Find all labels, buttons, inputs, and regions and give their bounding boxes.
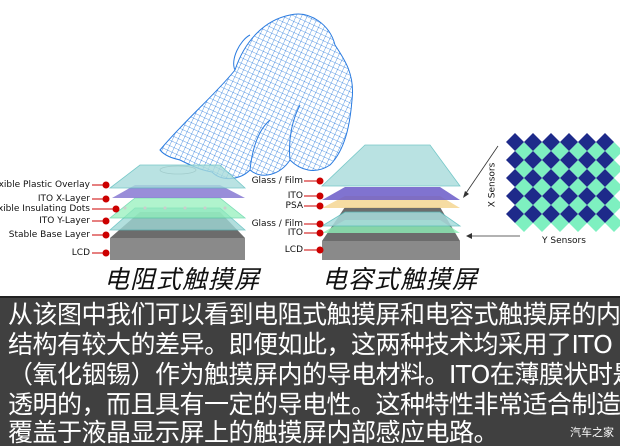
x-sensor-pad <box>542 187 560 205</box>
body-line: 从该图中我们可以看到电阻式触摸屏和电容式触摸屏的内部 <box>8 300 620 329</box>
x-sensor-pad <box>560 205 578 223</box>
label-glass-film-2: Glass / Film <box>251 219 303 229</box>
x-sensor-pad <box>542 151 560 169</box>
label-lcd: LCD <box>71 248 90 258</box>
label-ito-1: ITO <box>287 191 303 201</box>
capacitive-layers <box>320 144 462 260</box>
body-line: 覆盖于液晶显示屏上的触摸屏内部感应电路。 <box>8 418 499 447</box>
label-psa: PSA <box>285 201 303 211</box>
body-line: 透明的，而且具有一定的导电性。这种特性非常适合制造 <box>8 390 620 419</box>
diagram-graphics <box>92 13 620 260</box>
x-sensor-pad <box>506 205 524 223</box>
x-sensor-pad <box>542 169 560 187</box>
x-sensor-pad <box>596 205 614 223</box>
x-sensor-pad <box>524 169 542 187</box>
x-sensor-pad <box>542 133 560 151</box>
x-sensor-pad <box>578 187 596 205</box>
capacitive-caption: 电容式触摸屏 <box>322 265 479 294</box>
x-sensor-pad <box>596 133 614 151</box>
y-sensor-pad <box>605 196 620 214</box>
label-insulating-dots: Flexible Insulating Dots <box>0 204 90 214</box>
body-line: （氧化铟锡）作为触摸屏内的导电材料。ITO在薄膜状时是 <box>8 360 620 389</box>
x-sensor-pad <box>524 187 542 205</box>
y-sensors-label: Y Sensors <box>542 236 586 246</box>
x-sensor-pad <box>506 169 524 187</box>
x-sensor-pad <box>560 187 578 205</box>
y-sensor-pad <box>605 214 620 232</box>
description-panel: 从该图中我们可以看到电阻式触摸屏和电容式触摸屏的内部 结构有较大的差异。即便如此… <box>0 296 620 447</box>
x-sensor-pad <box>524 133 542 151</box>
x-sensor-pad <box>596 169 614 187</box>
x-sensor-pad <box>578 133 596 151</box>
x-sensor-pad <box>596 151 614 169</box>
touchscreen-diagram <box>92 13 620 260</box>
y-sensor-pad <box>605 160 620 178</box>
y-sensor-pad <box>605 142 620 160</box>
wireframe-hand-icon <box>159 13 354 179</box>
x-sensor-pad <box>560 169 578 187</box>
label-flexible-plastic-overlay: Flexible Plastic Overlay <box>0 180 90 190</box>
x-sensor-pad <box>578 169 596 187</box>
x-sensor-pad <box>560 151 578 169</box>
label-ito-x-layer: ITO X-Layer <box>37 194 90 204</box>
label-markers <box>92 177 324 257</box>
watermark: 汽车之家 <box>570 426 614 439</box>
x-sensor-pad <box>542 205 560 223</box>
label-lcd-2: LCD <box>284 245 303 255</box>
y-sensor-pad <box>605 178 620 196</box>
x-sensor-pad <box>560 133 578 151</box>
label-ito-y-layer: ITO Y-Layer <box>39 216 90 226</box>
x-sensor-pad <box>596 187 614 205</box>
resistive-layers <box>108 164 247 260</box>
label-glass-film-1: Glass / Film <box>251 176 303 186</box>
x-sensor-pad <box>506 151 524 169</box>
label-stable-base-layer: Stable Base Layer <box>8 230 90 240</box>
label-ito-2: ITO <box>287 228 303 238</box>
x-sensor-pad <box>578 151 596 169</box>
x-sensor-pad <box>506 187 524 205</box>
x-sensor-pad <box>506 133 524 151</box>
resistive-caption: 电阻式触摸屏 <box>104 265 261 294</box>
body-line: 结构有较大的差异。即便如此，这两种技术均采用了ITO <box>8 330 613 359</box>
x-sensor-pad <box>578 205 596 223</box>
x-sensor-pad <box>524 205 542 223</box>
x-sensors-label: X Sensors <box>487 162 498 208</box>
x-sensor-pad <box>524 151 542 169</box>
sensor-grid <box>506 133 620 232</box>
